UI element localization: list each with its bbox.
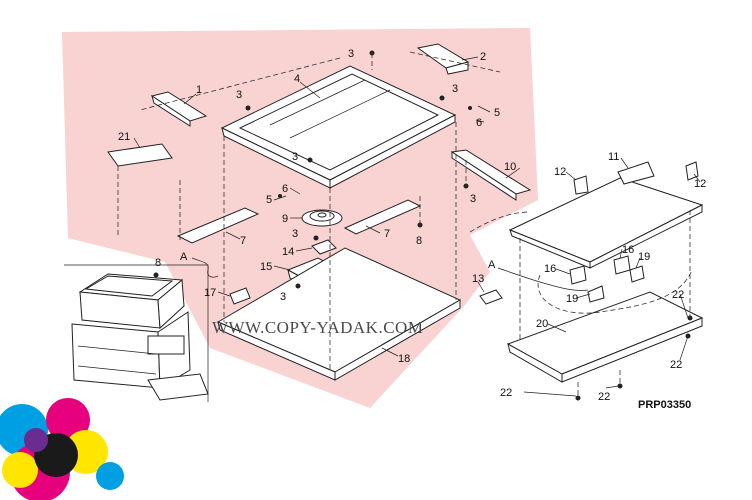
callout-3: 3: [280, 291, 286, 303]
callout-3: 3: [292, 228, 298, 240]
callout-12: 12: [554, 166, 566, 178]
part-11: [508, 161, 704, 269]
callout-a: A: [488, 259, 496, 271]
part-21: [107, 143, 173, 167]
callout-3: 3: [470, 193, 476, 205]
callout-19: 19: [638, 251, 650, 263]
part-9: [301, 209, 343, 227]
callouts: 1 2 3 3 3 3 3 3 3 4 5 5 6 6 7 7 8 8 9 10…: [118, 48, 706, 403]
part-20: [506, 291, 704, 383]
brand-logo: [0, 398, 124, 500]
callout-20: 20: [536, 318, 548, 330]
part-14: [311, 239, 337, 255]
callout-a: A: [180, 251, 188, 263]
callout-5: 5: [494, 107, 500, 119]
callout-6: 6: [282, 183, 288, 195]
callout-7: 7: [384, 228, 390, 240]
part-16-a: [569, 265, 587, 285]
callout-22: 22: [500, 387, 512, 399]
callout-6: 6: [476, 117, 482, 129]
callout-8: 8: [155, 257, 161, 269]
callout-21: 21: [118, 131, 130, 143]
part-7-left: [176, 207, 260, 244]
copier-inset: [64, 264, 209, 402]
part-16-b: [613, 255, 631, 275]
callout-13: 13: [472, 273, 484, 285]
callout-3: 3: [292, 151, 298, 163]
part-1: [150, 91, 208, 127]
callout-12: 12: [694, 178, 706, 190]
screws: [153, 50, 693, 401]
callout-18: 18: [398, 353, 410, 365]
callout-2: 2: [480, 51, 486, 63]
callout-3: 3: [348, 48, 354, 60]
callout-3: 3: [452, 83, 458, 95]
watermark: WWW.COPY-YADAK.COM: [212, 318, 423, 337]
callout-22: 22: [598, 391, 610, 403]
callout-3: 3: [236, 89, 242, 101]
callout-16: 16: [622, 244, 634, 256]
callout-4: 4: [294, 73, 300, 85]
callout-16: 16: [544, 263, 556, 275]
callout-9: 9: [282, 213, 288, 225]
part-19-b: [629, 265, 645, 283]
figure-code: PRP03350: [638, 399, 691, 411]
callout-10: 10: [504, 161, 516, 173]
leader-lines: [133, 56, 701, 397]
callout-8: 8: [416, 235, 422, 247]
part-18: [216, 247, 462, 381]
harness-left: [191, 257, 219, 278]
callout-11: 11: [608, 151, 619, 163]
callout-1: 1: [196, 84, 202, 96]
part-10: [450, 149, 532, 201]
callout-7: 7: [240, 235, 246, 247]
part-12-left: [573, 175, 589, 195]
harness-right: [497, 267, 589, 291]
assembly-lines: [117, 51, 693, 398]
callout-22: 22: [672, 289, 684, 301]
callout-19: 19: [566, 293, 578, 305]
callout-14: 14: [282, 246, 294, 258]
part-2: [416, 43, 470, 75]
callout-5: 5: [266, 194, 272, 206]
callout-15: 15: [260, 261, 272, 273]
callout-22: 22: [670, 359, 682, 371]
part-13: [479, 289, 503, 305]
callout-17: 17: [204, 287, 216, 299]
part-19-a: [587, 285, 605, 303]
part-17: [229, 287, 251, 305]
